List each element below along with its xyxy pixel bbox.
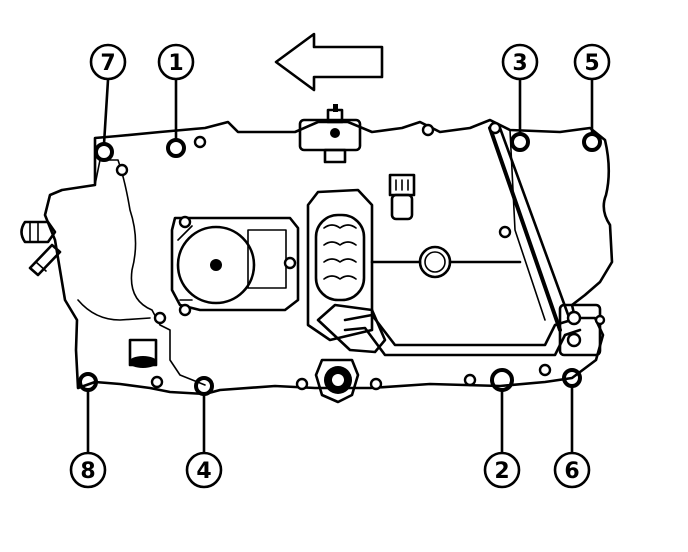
left-fitting bbox=[20, 220, 62, 277]
callout-label: 1 bbox=[168, 51, 183, 76]
leader-lines bbox=[86, 78, 594, 454]
top-sensor bbox=[298, 104, 362, 164]
connector bbox=[388, 173, 416, 221]
throttle-body bbox=[170, 215, 300, 317]
center-bolt bbox=[314, 358, 360, 404]
callout-label: 4 bbox=[196, 459, 211, 484]
callout-8: 8 bbox=[69, 451, 107, 489]
callout-label: 6 bbox=[564, 459, 579, 484]
callout-7: 7 bbox=[89, 43, 127, 81]
callout-5: 5 bbox=[573, 43, 611, 81]
bolt-holes bbox=[115, 121, 606, 391]
callout-1: 1 bbox=[157, 43, 195, 81]
callout-6: 6 bbox=[553, 451, 591, 489]
callout-4: 4 bbox=[185, 451, 223, 489]
left-cylinder bbox=[128, 338, 158, 368]
callout-label: 3 bbox=[512, 51, 527, 76]
direction-arrow-icon bbox=[274, 32, 384, 92]
callout-label: 2 bbox=[494, 459, 509, 484]
callout-3: 3 bbox=[501, 43, 539, 81]
plenum bbox=[306, 188, 387, 354]
callout-label: 5 bbox=[584, 51, 599, 76]
callout-2: 2 bbox=[483, 451, 521, 489]
callout-label: 8 bbox=[80, 459, 95, 484]
callout-label: 7 bbox=[100, 51, 115, 76]
